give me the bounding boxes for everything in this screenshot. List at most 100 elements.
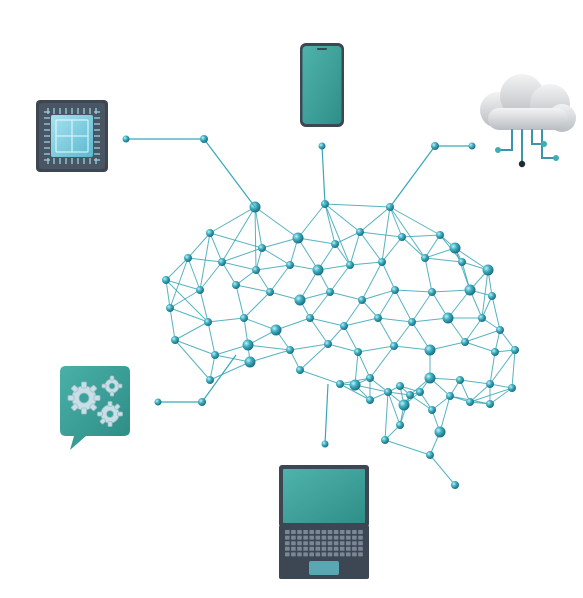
network-node: [396, 382, 404, 390]
keyboard-key: [327, 552, 333, 557]
network-node: [366, 396, 374, 404]
keyboard-key: [297, 552, 302, 557]
network-edge: [343, 299, 363, 327]
network-edge: [389, 206, 441, 236]
network-edge: [387, 391, 401, 426]
keyboard-key: [309, 535, 314, 540]
network-node: [270, 324, 282, 336]
keyboard-key: [321, 541, 327, 546]
network-edge: [214, 354, 251, 363]
network-node: [398, 399, 410, 411]
gears-chat-bubble-icon: [60, 366, 130, 450]
keyboard-key: [309, 530, 314, 534]
network-node: [508, 384, 516, 392]
network-node: [478, 314, 486, 322]
network-node: [408, 318, 416, 326]
network-node: [206, 229, 214, 237]
keyboard-key: [315, 541, 321, 546]
network-edge: [389, 206, 426, 259]
connector-node: [318, 142, 326, 150]
network-edge: [343, 325, 359, 353]
network-node: [491, 348, 499, 356]
keyboard-key: [346, 535, 351, 540]
network-node: [354, 348, 362, 356]
keyboard-key: [327, 546, 333, 551]
network-edge: [299, 269, 319, 301]
keyboard-key: [309, 541, 314, 546]
network-edge: [361, 261, 383, 301]
network-node: [171, 336, 179, 344]
network-edge: [243, 317, 277, 331]
network-edge: [394, 289, 433, 293]
keyboard-key: [285, 552, 290, 557]
network-edge: [169, 257, 189, 309]
cpu-chip-icon: [36, 100, 108, 172]
network-edge: [464, 317, 483, 343]
network-node: [428, 288, 436, 296]
network-edge: [329, 264, 351, 293]
network-node: [306, 314, 314, 322]
keyboard-key: [291, 530, 296, 534]
network-node: [196, 286, 204, 294]
network-node: [366, 374, 374, 382]
network-edge: [187, 257, 223, 263]
keyboard-key: [358, 546, 363, 551]
network-node: [296, 366, 304, 374]
network-node: [424, 344, 436, 356]
network-edge: [361, 299, 379, 319]
network-edge: [169, 307, 209, 323]
network-edge: [187, 232, 211, 259]
keyboard-key: [333, 552, 339, 557]
keyboard-key: [315, 535, 321, 540]
network-node: [356, 228, 364, 236]
network-edge: [384, 439, 431, 456]
network-edge: [235, 269, 257, 286]
connector-node: [198, 398, 206, 406]
network-node: [496, 326, 504, 334]
network-edge: [255, 269, 271, 293]
connector-node: [321, 440, 329, 448]
network-nodes: [162, 200, 519, 489]
network-edge: [324, 203, 361, 233]
keyboard-key: [303, 546, 308, 551]
keyboard-key: [285, 535, 290, 540]
keyboard-key: [352, 541, 357, 546]
network-edge: [169, 307, 176, 341]
keyboard-key: [315, 552, 321, 557]
keyboard-key: [285, 530, 290, 534]
network-edge: [429, 454, 456, 486]
keyboard-key: [358, 530, 363, 534]
network-node: [324, 340, 332, 348]
network-edge: [169, 289, 201, 309]
network-edge: [207, 317, 245, 323]
network-edge: [209, 232, 263, 249]
network-edge: [334, 231, 361, 245]
keyboard-key: [339, 541, 345, 546]
network-edge: [359, 231, 383, 263]
network-edge: [199, 261, 223, 291]
network-node: [211, 351, 219, 359]
network-edge: [481, 295, 493, 319]
network-edge: [464, 329, 501, 343]
network-edge: [329, 291, 363, 301]
keyboard-key: [285, 546, 290, 551]
cloud-icon: [480, 74, 576, 168]
network-edge: [214, 344, 249, 356]
network-edge: [221, 261, 237, 286]
network-node: [428, 406, 436, 414]
network-edge: [489, 387, 513, 405]
network-edge: [174, 321, 209, 341]
network-edge: [454, 247, 489, 271]
keyboard-key: [358, 541, 363, 546]
network-node: [396, 421, 404, 429]
network-edge: [389, 206, 403, 238]
network-edge: [199, 232, 211, 291]
network-node: [286, 346, 294, 354]
network-edge: [261, 237, 299, 249]
network-edge: [469, 387, 513, 403]
keyboard-key: [339, 546, 345, 551]
network-edge: [411, 291, 433, 323]
keyboard-key: [303, 552, 308, 557]
network-node: [424, 372, 436, 384]
